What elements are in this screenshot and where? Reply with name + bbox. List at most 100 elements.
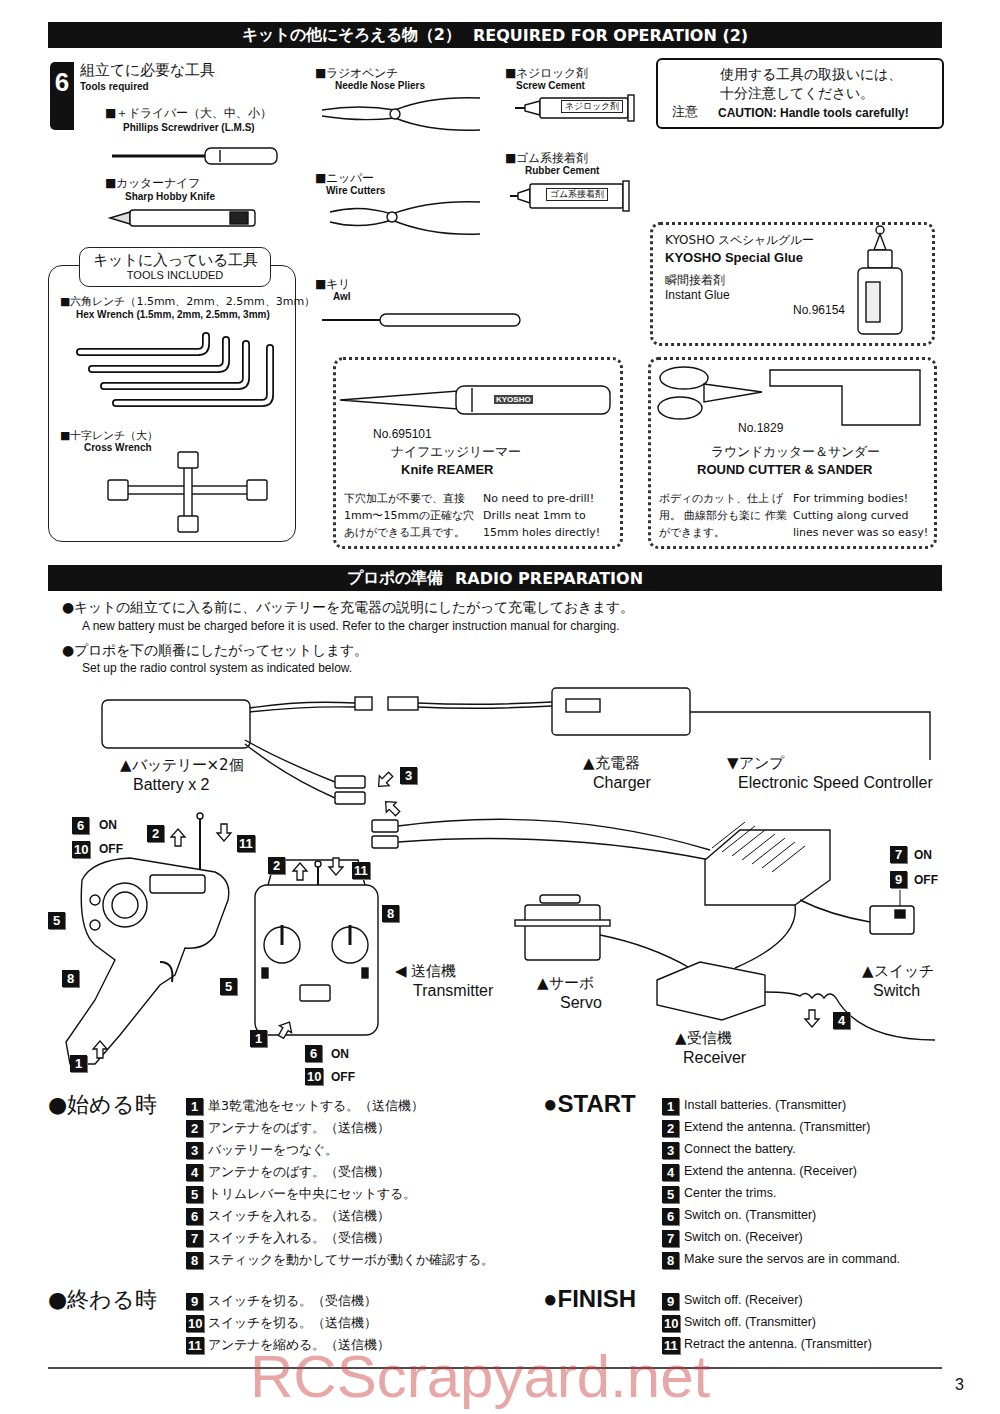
box-text: 使用する工具の取扱いには、十分注意してください。 (720, 65, 906, 103)
band-title: REQUIRED FOR OPERATION (2) (473, 26, 748, 45)
box-heading: キットに入っている工具TOOLS INCLUDED (79, 247, 271, 287)
callout-number: 2 (147, 825, 164, 842)
step-text: Install batteries. (Transmitter) (684, 1098, 846, 1112)
caution-box: 使用する工具の取扱いには、十分注意してください。注意 CAUTION: Handl… (656, 58, 944, 129)
tool-label-en: Wire Cutters (326, 185, 385, 196)
tool-label: ■カッターナイフ (105, 176, 200, 190)
callout-number: 4 (662, 1164, 679, 1181)
direction-arrow (217, 824, 231, 841)
callout-number: 10 (72, 841, 90, 858)
part-label: Switch (873, 982, 920, 1000)
watermark: RCScrapyard.net (250, 1342, 710, 1411)
callout-number: 9 (186, 1293, 203, 1310)
step-text: Switch on. (Receiver) (684, 1230, 803, 1244)
callout-number: 1 (250, 1030, 267, 1047)
switch-state: OFF (99, 842, 123, 856)
box-text: No.96154 (793, 303, 845, 317)
tool-label: ■ゴム系接着剤 (505, 151, 588, 165)
section-heading: 組立てに必要な工具 (80, 61, 215, 79)
callout-number: 6 (72, 817, 89, 834)
band-title: キットの他にそろえる物（2） (242, 25, 461, 46)
instruction-text: ●キットの組立てに入る前に、バッテリーを充電器の説明にしたがって充電しておきます… (62, 599, 634, 616)
direction-arrow (293, 863, 307, 880)
callout-number: 6 (186, 1208, 203, 1225)
box-text: ボディのカット、仕上 げ用。 曲線部分も楽に 作業ができます。 (659, 490, 787, 541)
brand-mark: KYOSHO (494, 395, 533, 404)
page-number: 3 (955, 1376, 964, 1394)
part-label: ▲受信機 (675, 1029, 732, 1047)
step-text: スイッチを切る。（送信機） (208, 1315, 377, 1330)
step-text: スイッチを入れる。（送信機） (208, 1208, 390, 1223)
section-band: キットの他にそろえる物（2） REQUIRED FOR OPERATION (2) (48, 22, 942, 48)
tool-label: ■十字レンチ（大） (60, 429, 158, 442)
callout-number: 10 (305, 1068, 323, 1085)
callout-number: 6 (305, 1045, 322, 1062)
step-text: アンテナをのばす。（受信機） (208, 1164, 390, 1179)
callout-number: 2 (662, 1120, 679, 1137)
part-label: ▼アンプ (727, 754, 784, 772)
part-label: ◀ 送信機 (395, 962, 456, 980)
part-label: ▲充電器 (583, 754, 640, 772)
instruction-text: ●プロポを下の順番にしたがってセットします。 (62, 642, 368, 659)
box-text: CAUTION: Handle tools carefully! (718, 106, 909, 120)
step-text: Switch on. (Transmitter) (684, 1208, 816, 1222)
list-heading: ●START (543, 1090, 636, 1118)
step-text: Switch off. (Transmitter) (684, 1315, 816, 1329)
band-title: RADIO PREPARATION (455, 569, 643, 588)
list-heading: ●FINISH (543, 1285, 636, 1313)
part-label: ▲スイッチ (862, 962, 934, 980)
box-text: No.1829 (738, 421, 783, 435)
callout-number: 2 (186, 1120, 203, 1137)
direction-arrow (275, 1019, 296, 1041)
box-text: ラウンドカッター＆サンダー (711, 444, 880, 461)
direction-arrow (374, 769, 396, 791)
callout-number: 11 (352, 862, 370, 879)
callout-number: 3 (186, 1142, 203, 1159)
tool-label: ■キリ (315, 277, 350, 291)
callout-number: 5 (662, 1186, 679, 1203)
callout-number: 10 (662, 1315, 680, 1332)
part-label: Charger (593, 774, 651, 792)
callout-number: 8 (382, 905, 399, 922)
product-box: KYOSHO スペシャルグルーKYOSHO Special Glue瞬間接着剤I… (650, 222, 935, 346)
switch-state: OFF (331, 1070, 355, 1084)
product-box: No.1829ラウンドカッター＆サンダーROUND CUTTER & SANDE… (648, 357, 937, 549)
tool-label-en: Awl (333, 291, 351, 302)
tool-label-en: Hex Wrench (1.5mm, 2mm, 2.5mm, 3mm) (76, 309, 270, 320)
callout-number: 11 (662, 1337, 680, 1354)
tool-label-en: Rubber Cement (525, 165, 599, 176)
product-box: No.695101 ナイフエッジリーマーKnife REAMER 下穴加工が不要で、… (333, 357, 623, 549)
direction-arrow (329, 858, 343, 875)
callout-number: 1 (186, 1098, 203, 1115)
callout-number: 4 (186, 1164, 203, 1181)
step-text: Connect the battery. (684, 1142, 796, 1156)
callout-number: 4 (833, 1012, 850, 1029)
box-text: No.695101 (373, 427, 432, 441)
box-text: Knife REAMER (401, 462, 493, 477)
step-text: アンテナをのばす。（送信機） (208, 1120, 390, 1135)
box-text: KYOSHO Special Glue (665, 250, 803, 265)
tool-label: ■ラジオペンチ (315, 66, 398, 80)
part-label: ▲サーボ (537, 974, 594, 992)
callout-number: 9 (662, 1293, 679, 1310)
step-text: トリムレバーを中央にセットする。 (208, 1186, 416, 1201)
tool-label-en: Tools required (80, 81, 149, 92)
tool-label-en: Cross Wrench (84, 442, 152, 453)
step-text: アンテナを縮める。（送信機） (208, 1337, 390, 1352)
step-text: Switch off. (Receiver) (684, 1293, 803, 1307)
step-text: Extend the antenna. (Receiver) (684, 1164, 857, 1178)
direction-arrow (381, 797, 403, 819)
list-heading: ●終わる時 (48, 1287, 157, 1313)
box-text: 下穴加工が不要で、直接 1mm〜15mmの正確な穴 あけができる工具です。 (344, 490, 478, 541)
box-text: ナイフエッジリーマー (391, 444, 521, 461)
callout-number: 7 (186, 1230, 203, 1247)
tool-label-en: Sharp Hobby Knife (125, 191, 215, 202)
callout-number: 6 (662, 1208, 679, 1225)
callout-number: 9 (890, 871, 907, 888)
callout-number: 10 (186, 1315, 204, 1332)
box-text: 注意 (672, 104, 698, 121)
direction-arrow (805, 1010, 819, 1027)
callout-number: 3 (662, 1142, 679, 1159)
step-text: バッテリーをつなぐ。 (208, 1142, 338, 1157)
